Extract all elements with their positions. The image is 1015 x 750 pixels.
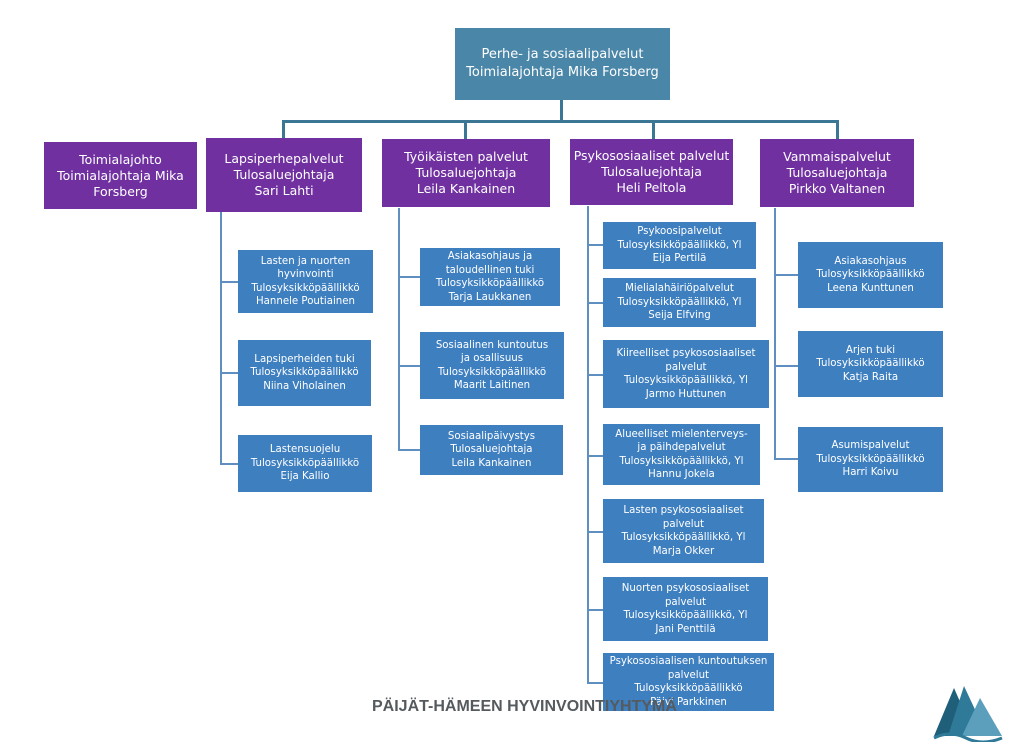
connector-psykososiaaliset-spine bbox=[587, 206, 589, 684]
department-label: Työikäisten palvelut Tulosaluejohtaja Le… bbox=[404, 149, 528, 196]
unit-label: Mielialahäiriöpalvelut Tulosyksikköpääll… bbox=[617, 283, 742, 322]
connector-psykososiaaliset-branch bbox=[587, 682, 603, 684]
organization-name: PÄIJÄT-HÄMEEN HYVINVOINTIYHTYMÄ bbox=[372, 698, 677, 715]
connector-vammais-branch bbox=[774, 274, 798, 276]
unit-label: Lapsiperheiden tuki Tulosyksikköpäällikk… bbox=[250, 353, 359, 392]
department-box-lapsiperhepalvelut: Lapsiperhepalvelut Tulosaluejohtaja Sari… bbox=[206, 138, 362, 212]
unit-box: Lasten ja nuorten hyvinvointi Tulosyksik… bbox=[238, 250, 373, 313]
unit-label: Lastensuojelu Tulosyksikköpäällikkö Eija… bbox=[250, 444, 360, 483]
connector-drop-vammais bbox=[836, 120, 839, 140]
unit-box: Alueelliset mielenterveys- ja päihdepalv… bbox=[603, 424, 760, 485]
unit-box: Asiakasohjaus Tulosyksikköpäällikkö Leen… bbox=[798, 242, 943, 308]
unit-label: Asiakasohjaus ja taloudellinen tuki Tulo… bbox=[435, 251, 545, 303]
connector-psykososiaaliset-branch bbox=[587, 455, 603, 457]
org-root-subtitle: Toimialajohtaja Mika Forsberg bbox=[466, 65, 659, 80]
unit-label: Alueelliset mielenterveys- ja päihdepalv… bbox=[615, 428, 748, 481]
connector-lapsiperhe-branch bbox=[220, 281, 238, 283]
unit-box: Kiireelliset psykososiaaliset palvelut T… bbox=[603, 340, 769, 408]
connector-psykososiaaliset-branch bbox=[587, 302, 603, 304]
connector-top-vertical bbox=[560, 100, 563, 122]
unit-box: Lastensuojelu Tulosyksikköpäällikkö Eija… bbox=[238, 435, 372, 492]
connector-psykososiaaliset-branch bbox=[587, 244, 603, 246]
connector-tyoikaiset-branch bbox=[398, 365, 420, 367]
connector-tyoikaiset-branch bbox=[398, 449, 420, 451]
department-label: Toimialajohto Toimialajohtaja Mika Forsb… bbox=[57, 151, 184, 199]
department-label: Vammaispalvelut Tulosaluejohtaja Pirkko … bbox=[783, 149, 891, 196]
unit-label: Arjen tuki Tulosyksikköpäällikkö Katja R… bbox=[816, 344, 925, 383]
connector-psykososiaaliset-branch bbox=[587, 374, 603, 376]
department-box-toimialajohto: Toimialajohto Toimialajohtaja Mika Forsb… bbox=[44, 142, 197, 209]
unit-box: Sosiaalinen kuntoutus ja osallisuus Tulo… bbox=[420, 332, 564, 399]
mountain-logo-icon bbox=[933, 686, 1003, 742]
connector-vammais-branch bbox=[774, 365, 798, 367]
unit-box: Asumispalvelut Tulosyksikköpäällikkö Har… bbox=[798, 427, 943, 492]
connector-lapsiperhe-branch bbox=[220, 372, 238, 374]
connector-psykososiaaliset-branch bbox=[587, 609, 603, 611]
unit-label: Kiireelliset psykososiaaliset palvelut T… bbox=[616, 348, 756, 400]
unit-label: Psykososiaalisen kuntoutuksen palvelut T… bbox=[609, 656, 768, 708]
connector-vammais-spine bbox=[774, 208, 776, 460]
unit-label: Lasten ja nuorten hyvinvointi Tulosyksik… bbox=[251, 255, 360, 308]
department-box-vammaispalvelut: Vammaispalvelut Tulosaluejohtaja Pirkko … bbox=[760, 139, 914, 207]
connector-drop-tyoikaiset bbox=[464, 120, 467, 140]
unit-box: Lasten psykososiaaliset palvelut Tulosyk… bbox=[603, 499, 764, 563]
unit-box: Lapsiperheiden tuki Tulosyksikköpäällikk… bbox=[238, 340, 371, 406]
connector-drop-psykososiaaliset bbox=[652, 120, 655, 140]
connector-drop-lapsiperhe bbox=[282, 120, 285, 140]
org-root-title: Perhe- ja sosiaalipalvelut bbox=[481, 47, 644, 62]
department-box-psykososiaaliset-palvelut: Psykososiaaliset palvelut Tulosaluejohta… bbox=[570, 139, 733, 205]
unit-box: Mielialahäiriöpalvelut Tulosyksikköpääll… bbox=[603, 278, 756, 327]
unit-label: Lasten psykososiaaliset palvelut Tulosyk… bbox=[621, 505, 746, 557]
connector-lapsiperhe-branch bbox=[220, 463, 238, 465]
unit-label: Nuorten psykososiaaliset palvelut Tulosy… bbox=[621, 583, 750, 635]
department-label: Psykososiaaliset palvelut Tulosaluejohta… bbox=[573, 148, 730, 195]
unit-box: Asiakasohjaus ja taloudellinen tuki Tulo… bbox=[420, 248, 560, 306]
unit-box: Psykoosipalvelut Tulosyksikköpäällikkö, … bbox=[603, 222, 756, 269]
org-root-box: Perhe- ja sosiaalipalvelut Toimialajohta… bbox=[455, 28, 670, 100]
connector-horizontal-bar bbox=[282, 120, 839, 123]
connector-tyoikaiset-spine bbox=[398, 208, 400, 451]
connector-psykososiaaliset-branch bbox=[587, 531, 603, 533]
unit-label: Asiakasohjaus Tulosyksikköpäällikkö Leen… bbox=[816, 255, 925, 294]
department-box-tyoikaisten-palvelut: Työikäisten palvelut Tulosaluejohtaja Le… bbox=[382, 139, 550, 207]
unit-label: Sosiaalinen kuntoutus ja osallisuus Tulo… bbox=[435, 339, 549, 392]
unit-label: Asumispalvelut Tulosyksikköpäällikkö Har… bbox=[816, 440, 925, 479]
connector-tyoikaiset-branch bbox=[398, 276, 420, 278]
unit-box: Sosiaalipäivystys Tulosaluejohtaja Leila… bbox=[420, 425, 563, 475]
unit-label: Sosiaalipäivystys Tulosaluejohtaja Leila… bbox=[447, 430, 536, 469]
unit-box: Nuorten psykososiaaliset palvelut Tulosy… bbox=[603, 577, 768, 641]
connector-lapsiperhe-spine bbox=[220, 212, 222, 464]
unit-box: Psykososiaalisen kuntoutuksen palvelut T… bbox=[603, 653, 774, 711]
unit-label: Psykoosipalvelut Tulosyksikköpäällikkö, … bbox=[617, 226, 742, 265]
connector-vammais-branch bbox=[774, 458, 798, 460]
department-label: Lapsiperhepalvelut Tulosaluejohtaja Sari… bbox=[224, 151, 344, 198]
unit-box: Arjen tuki Tulosyksikköpäällikkö Katja R… bbox=[798, 331, 943, 397]
